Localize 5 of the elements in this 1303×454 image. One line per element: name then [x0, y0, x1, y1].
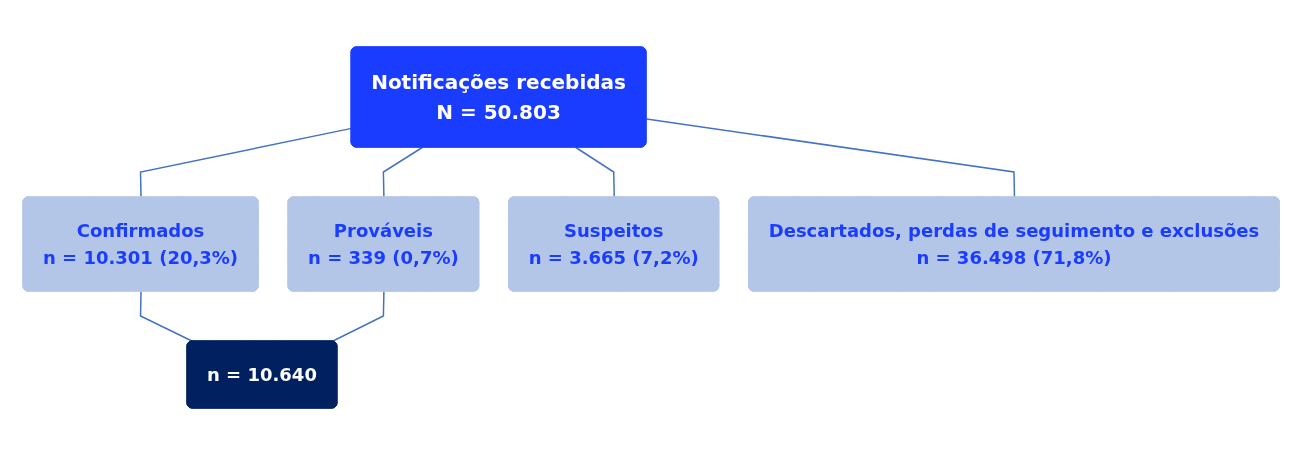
- connector: [331, 290, 386, 342]
- connector: [140, 127, 353, 198]
- connector: [646, 117, 1016, 198]
- connector: [383, 146, 424, 198]
- connector: [575, 146, 616, 198]
